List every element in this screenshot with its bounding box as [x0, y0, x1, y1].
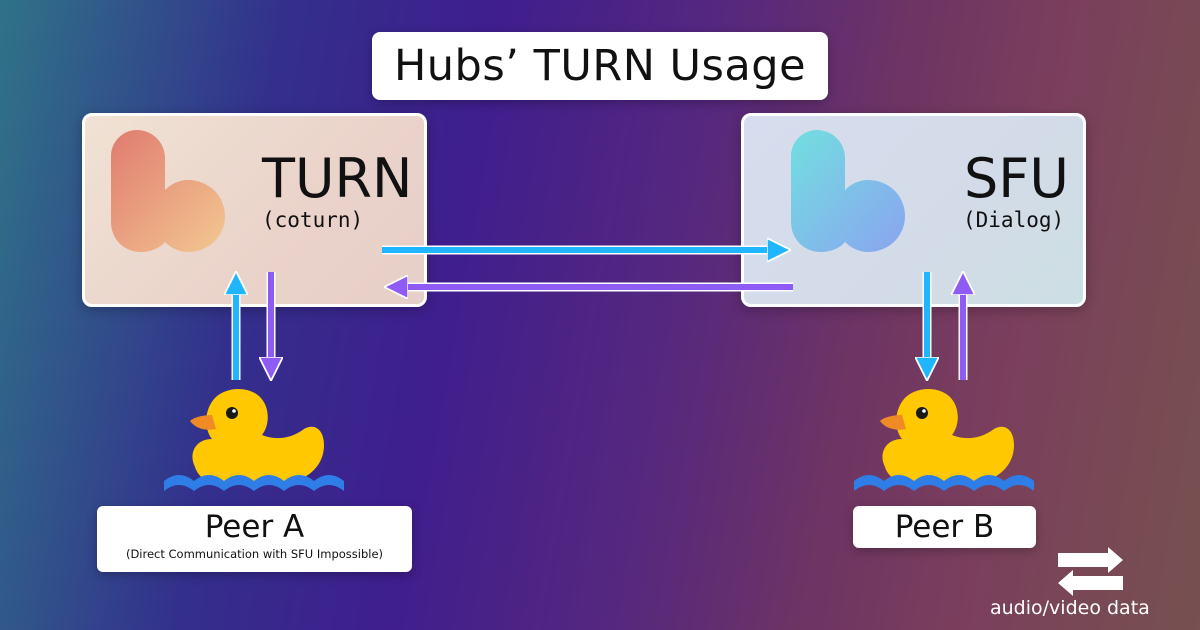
legend-arrows-icon — [1058, 547, 1123, 596]
peer-b-name: Peer B — [894, 509, 995, 545]
peer-a-label: Peer A (Direct Communication with SFU Im… — [97, 506, 412, 572]
rubber-duck-icon — [164, 388, 344, 491]
page-title: Hubs’ TURN Usage — [372, 32, 828, 100]
turn-name: TURN — [262, 147, 413, 210]
sfu-subtitle: (Dialog) — [963, 208, 1065, 232]
sfu-name: SFU — [964, 147, 1069, 210]
peer-a-note: (Direct Communication with SFU Impossibl… — [125, 547, 384, 561]
sfu-logo-icon — [791, 130, 905, 252]
rubber-duck-icon — [854, 388, 1034, 491]
page-title-text: Hubs’ TURN Usage — [393, 41, 807, 91]
legend-caption: audio/video data — [990, 597, 1150, 619]
turn-subtitle: (coturn) — [262, 208, 364, 232]
turn-server-box: TURN (coturn) — [82, 113, 427, 307]
peer-b-label: Peer B — [853, 506, 1036, 548]
sfu-server-box: SFU (Dialog) — [741, 113, 1086, 307]
peer-a-name: Peer A — [204, 509, 305, 545]
turn-logo-icon — [111, 130, 225, 252]
